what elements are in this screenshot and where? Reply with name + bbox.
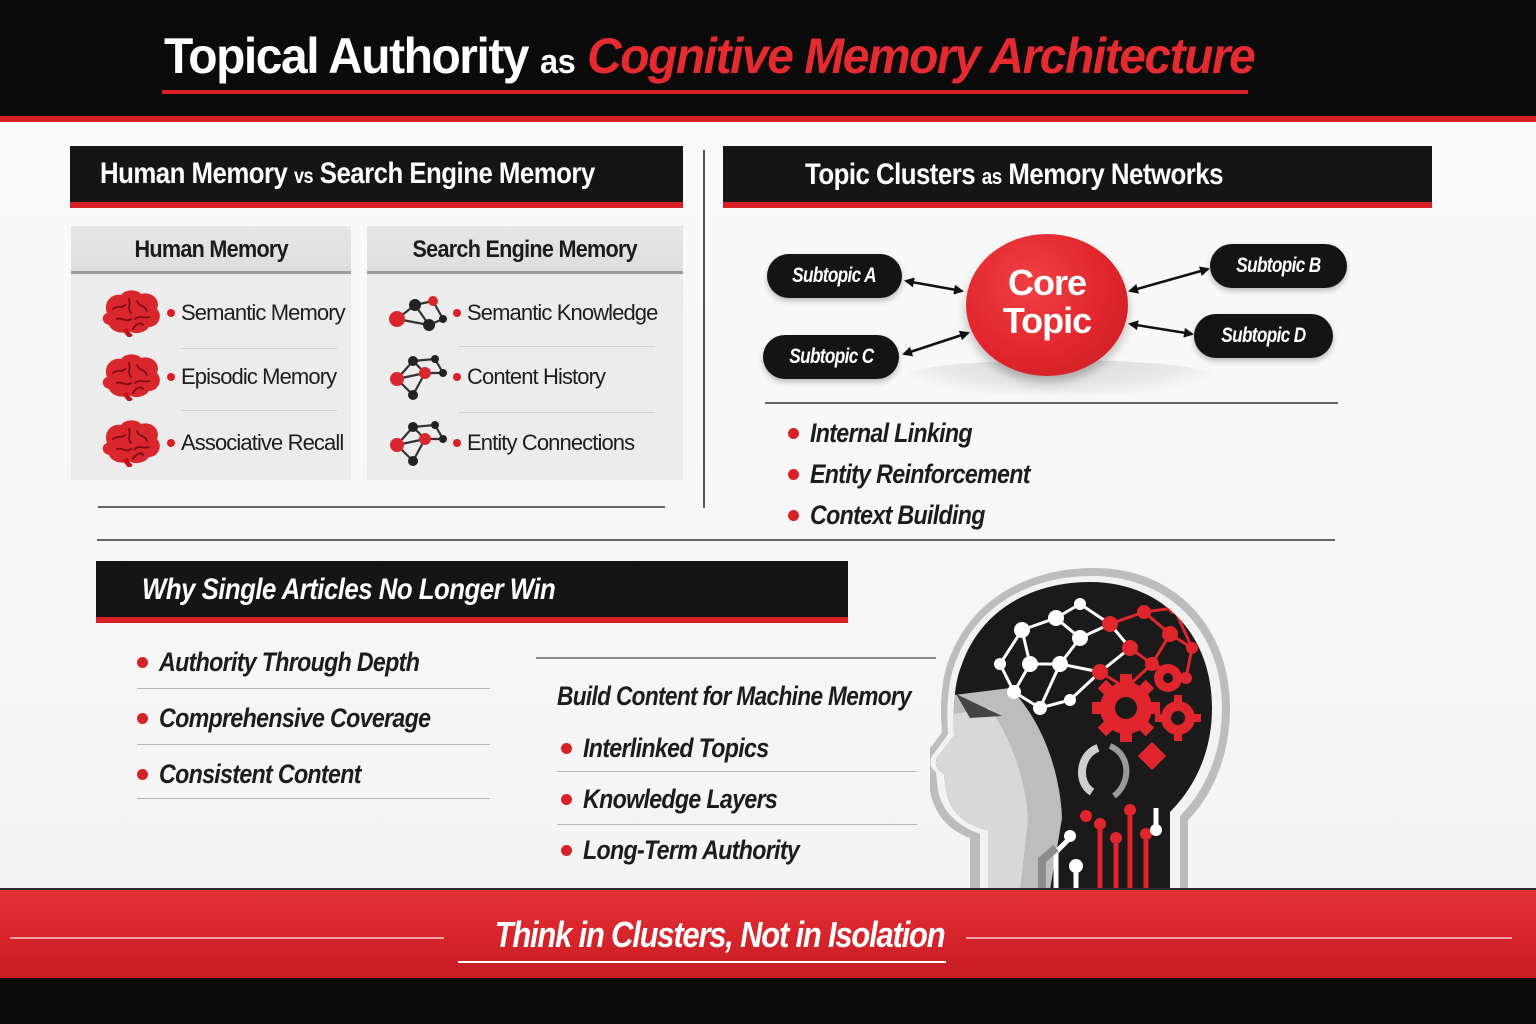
header-bar bbox=[0, 0, 1536, 118]
bullet-dot bbox=[167, 309, 175, 317]
clusters-heading-left: Topic Clusters bbox=[805, 158, 976, 191]
search-memory-title: Search Engine Memory bbox=[367, 226, 683, 274]
clusters-heading-as: as bbox=[981, 164, 1003, 189]
footer-line-left bbox=[10, 937, 444, 939]
subtopic-c: Subtopic C bbox=[763, 335, 899, 379]
comparison-heading-left: Human Memory bbox=[100, 157, 288, 190]
list-item: Knowledge Layers bbox=[561, 781, 809, 817]
footer-tagline: Think in Clusters, Not in Isolation bbox=[494, 914, 946, 955]
title-part-highlight: Cognitive Memory Architecture bbox=[587, 28, 1256, 84]
comparison-heading: Human Memory vs Search Engine Memory bbox=[70, 146, 683, 208]
list-item: Long-Term Authority bbox=[561, 832, 834, 868]
comparison-heading-vs: vs bbox=[294, 165, 314, 188]
row-divider bbox=[137, 688, 490, 689]
row-divider bbox=[181, 410, 337, 411]
mid-divider bbox=[97, 539, 1335, 541]
ai-head-icon bbox=[930, 568, 1230, 890]
row-divider bbox=[459, 412, 655, 413]
row-divider bbox=[557, 824, 917, 825]
bullet-dot bbox=[788, 509, 799, 521]
search-item-label: Content History bbox=[467, 364, 606, 389]
bullet-dot bbox=[137, 656, 148, 668]
search-memory-card: Search Engine Memory Semantic Knowledge … bbox=[367, 226, 683, 480]
human-memory-card: Human Memory Semantic Memory Episodic Me… bbox=[71, 226, 351, 480]
search-item-label: Semantic Knowledge bbox=[467, 300, 658, 325]
arrow-c bbox=[902, 330, 970, 357]
bullet-dot bbox=[453, 439, 461, 447]
cluster-bullets: Internal Linking Entity Reinforcement Co… bbox=[788, 416, 1188, 536]
bullet-dot bbox=[137, 768, 148, 780]
arrow-a bbox=[904, 277, 964, 295]
human-item-label: Semantic Memory bbox=[181, 300, 346, 325]
footer-line-right bbox=[966, 937, 1512, 939]
core-topic-line1: Core bbox=[1007, 262, 1087, 303]
header-accent-line bbox=[0, 116, 1536, 122]
bullet-dot bbox=[453, 309, 461, 317]
bullet-dot bbox=[561, 844, 572, 856]
core-topic-line2: Topic bbox=[1002, 300, 1092, 341]
row-divider bbox=[459, 346, 655, 347]
list-item: Internal Linking bbox=[788, 416, 998, 450]
row-divider bbox=[137, 798, 490, 799]
footer-band bbox=[0, 890, 1536, 978]
bullet-dot bbox=[788, 427, 799, 439]
list-item: Associative Recall bbox=[71, 411, 351, 475]
machine-memory-bullets: Interlinked Topics Knowledge Layers Long… bbox=[557, 728, 921, 878]
cluster-divider bbox=[765, 402, 1338, 404]
comparison-heading-right: Search Engine Memory bbox=[319, 157, 596, 190]
list-item: Comprehensive Coverage bbox=[137, 700, 475, 736]
bullet-dot bbox=[137, 712, 148, 724]
core-topic-node: Core Topic bbox=[966, 234, 1128, 376]
row-divider bbox=[181, 348, 337, 349]
list-item: Interlinked Topics bbox=[561, 730, 799, 766]
list-item: Authority Through Depth bbox=[137, 644, 462, 680]
subtopic-d: Subtopic D bbox=[1194, 314, 1333, 358]
title-part-main: Topical Authority bbox=[164, 28, 530, 84]
subtopic-a: Subtopic A bbox=[767, 254, 902, 298]
bullet-dot bbox=[167, 439, 175, 447]
bullet-dot bbox=[561, 742, 572, 754]
clusters-heading-right: Memory Networks bbox=[1008, 158, 1223, 191]
title-underline bbox=[162, 90, 1248, 94]
machine-divider-top bbox=[536, 657, 936, 659]
list-item: Content History bbox=[367, 345, 683, 409]
human-item-label: Episodic Memory bbox=[181, 364, 337, 389]
search-item-label: Entity Connections bbox=[467, 430, 635, 455]
arrow-b bbox=[1128, 266, 1210, 294]
column-divider bbox=[703, 150, 705, 508]
list-item: Context Building bbox=[788, 498, 1013, 532]
single-articles-bullets: Authority Through Depth Comprehensive Co… bbox=[137, 640, 497, 810]
footer-base bbox=[0, 978, 1536, 1024]
machine-memory-title: Build Content for Machine Memory bbox=[557, 681, 912, 711]
page-title: Topical Authority as Cognitive Memory Ar… bbox=[164, 26, 1256, 86]
subtopic-b: Subtopic B bbox=[1210, 244, 1347, 288]
list-item: Semantic Knowledge bbox=[367, 281, 683, 345]
arrow-d bbox=[1128, 320, 1194, 338]
list-item: Entity Connections bbox=[367, 411, 683, 475]
row-divider bbox=[137, 744, 490, 745]
list-item: Episodic Memory bbox=[71, 345, 351, 409]
clusters-heading: Topic Clusters as Memory Networks bbox=[723, 146, 1432, 208]
human-item-label: Associative Recall bbox=[181, 430, 344, 455]
bullet-dot bbox=[788, 468, 799, 480]
footer-underline bbox=[458, 961, 946, 963]
list-item: Entity Reinforcement bbox=[788, 457, 1066, 491]
single-articles-heading: Why Single Articles No Longer Win bbox=[96, 561, 848, 623]
title-part-as: as bbox=[539, 43, 576, 81]
section-divider bbox=[98, 506, 665, 508]
row-divider bbox=[557, 771, 917, 772]
list-item: Consistent Content bbox=[137, 756, 394, 792]
bullet-dot bbox=[561, 793, 572, 805]
human-memory-title: Human Memory bbox=[71, 226, 351, 274]
bullet-dot bbox=[167, 373, 175, 381]
bullet-dot bbox=[453, 373, 461, 381]
list-item: Semantic Memory bbox=[71, 281, 351, 345]
